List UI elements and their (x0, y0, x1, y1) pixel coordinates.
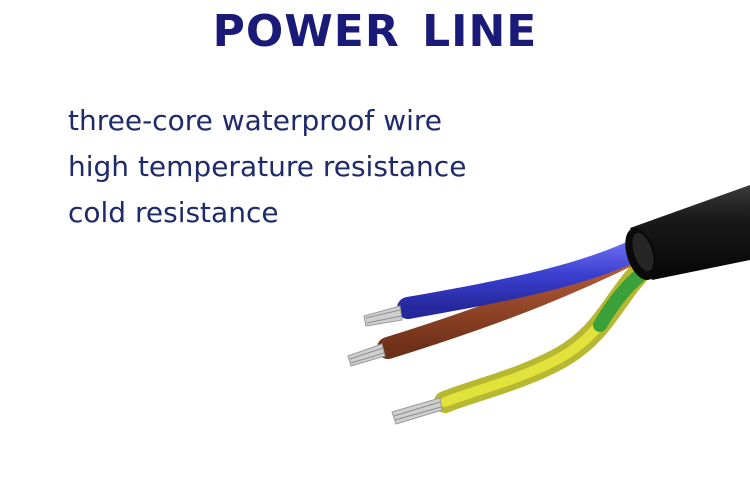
cable-jacket (625, 185, 750, 281)
feature-list: three-core waterproof wire high temperat… (68, 98, 466, 236)
feature-item: cold resistance (68, 196, 279, 229)
three-core-cable-image (347, 185, 750, 425)
feature-item: three-core waterproof wire (68, 104, 442, 137)
page-title: POWER LINE (212, 6, 538, 57)
strand-tips (347, 305, 443, 425)
feature-item: high temperature resistance (68, 150, 467, 183)
